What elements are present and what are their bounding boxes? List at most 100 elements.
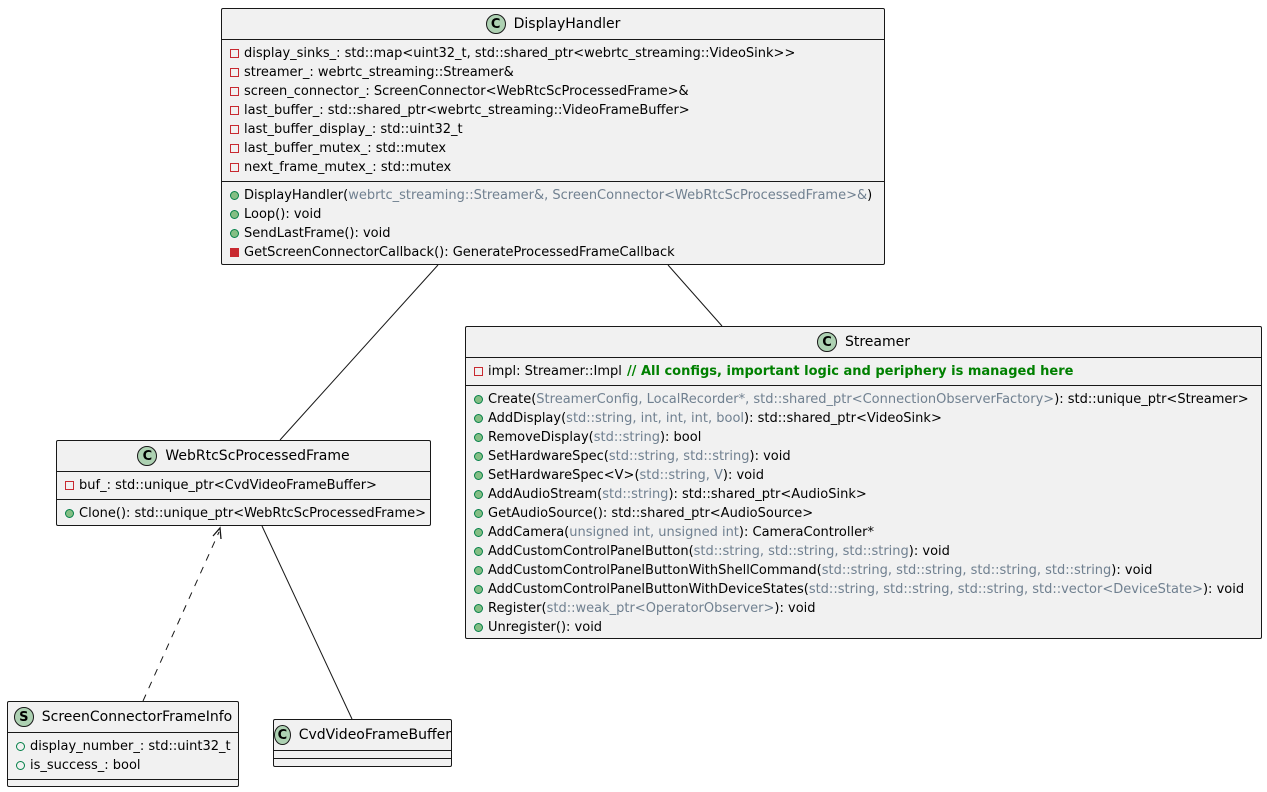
method-return: ) (867, 188, 873, 203)
field-text: display_sinks_: std::map<uint32_t, std::… (244, 46, 796, 61)
method-row: Unregister(): void (466, 618, 1261, 637)
method-return: ): void (749, 449, 791, 464)
method-name: GetAudioSource(): std::shared_ptr<AudioS… (488, 506, 814, 521)
methods-section: Clone(): std::unique_ptr<WebRtcScProcess… (57, 500, 430, 527)
field-text: last_buffer_mutex_: std::mutex (244, 141, 447, 156)
public-method-icon (474, 547, 483, 556)
public-method-icon (474, 604, 483, 613)
fields-section: display_sinks_: std::map<uint32_t, std::… (222, 40, 884, 182)
struct-badge-icon: S (13, 707, 34, 727)
field-text: last_buffer_display_: std::uint32_t (244, 122, 463, 137)
class-webrtcscprocessedframe[interactable]: C WebRtcScProcessedFrame buf_: std::uniq… (56, 440, 431, 526)
field-row: streamer_: webrtc_streaming::Streamer& (222, 63, 884, 82)
private-field-icon (230, 163, 239, 172)
method-name: Unregister(): void (488, 620, 603, 635)
method-params: std::string, std::string (608, 449, 750, 464)
class-header: C Streamer (466, 327, 1261, 358)
struct-screenconnectorframeinfo[interactable]: S ScreenConnectorFrameInfo display_numbe… (7, 701, 239, 787)
method-row: SetHardwareSpec(std::string, std::string… (466, 447, 1261, 466)
field-text: last_buffer_: std::shared_ptr<webrtc_str… (244, 103, 690, 118)
public-field-icon (16, 761, 25, 770)
method-name: Create( (488, 392, 537, 407)
class-name: DisplayHandler (513, 16, 621, 32)
method-name: AddDisplay( (488, 411, 567, 426)
method-row: DisplayHandler(webrtc_streaming::Streame… (222, 186, 884, 205)
field-row: next_frame_mutex_: std::mutex (222, 158, 884, 177)
public-method-icon (474, 395, 483, 404)
method-params: StreamerConfig, LocalRecorder*, std::sha… (536, 392, 1055, 407)
public-method-icon (474, 585, 483, 594)
method-name: GetScreenConnectorCallback(): GeneratePr… (244, 245, 675, 260)
method-row: AddAudioStream(std::string): std::shared… (466, 485, 1261, 504)
method-row: Clone(): std::unique_ptr<WebRtcScProcess… (57, 504, 430, 523)
method-params: std::string (602, 487, 669, 502)
method-name: SendLastFrame(): void (244, 226, 391, 241)
field-comment: // All configs, important logic and peri… (626, 364, 1074, 379)
method-row: GetScreenConnectorCallback(): GeneratePr… (222, 243, 884, 262)
private-field-icon (230, 125, 239, 134)
private-field-icon (230, 87, 239, 96)
fields-section: buf_: std::unique_ptr<CvdVideoFrameBuffe… (57, 472, 430, 500)
methods-section (274, 759, 451, 766)
fields-section: display_number_: std::uint32_t is_succes… (8, 733, 238, 780)
method-row: Create(StreamerConfig, LocalRecorder*, s… (466, 390, 1261, 409)
method-name: AddCustomControlPanelButtonWithDeviceSta… (488, 582, 809, 597)
field-row: buf_: std::unique_ptr<CvdVideoFrameBuffe… (57, 476, 430, 495)
class-badge-icon: C (816, 332, 837, 352)
method-row: AddCustomControlPanelButtonWithShellComm… (466, 561, 1261, 580)
class-badge-icon: C (485, 14, 506, 34)
public-method-icon (474, 490, 483, 499)
field-row: display_number_: std::uint32_t (8, 737, 238, 756)
method-row: GetAudioSource(): std::shared_ptr<AudioS… (466, 504, 1261, 523)
class-name: CvdVideoFrameBuffer (298, 727, 451, 743)
edge-displayhandler-streamer (667, 264, 723, 327)
public-method-icon (474, 414, 483, 423)
method-name: Clone(): std::unique_ptr<WebRtcScProcess… (79, 506, 427, 521)
public-method-icon (230, 210, 239, 219)
method-return: ): void (908, 544, 950, 559)
public-method-icon (474, 528, 483, 537)
field-text: display_number_: std::uint32_t (30, 739, 231, 754)
class-header: S ScreenConnectorFrameInfo (8, 702, 238, 733)
class-badge-icon: C (137, 446, 158, 466)
method-name: DisplayHandler( (244, 188, 349, 203)
class-cvdvideoframebuffer[interactable]: C CvdVideoFrameBuffer (273, 719, 452, 767)
class-name: ScreenConnectorFrameInfo (41, 709, 233, 725)
edge-frameinfo-webrtcframe-dependency (142, 531, 220, 702)
public-method-icon (230, 191, 239, 200)
method-params: std::string, std::string, std::string (693, 544, 909, 559)
field-row: last_buffer_: std::shared_ptr<webrtc_str… (222, 101, 884, 120)
method-params: unsigned int, unsigned int (569, 525, 739, 540)
class-header: C DisplayHandler (222, 9, 884, 40)
method-return: ): std::unique_ptr<Streamer> (1054, 392, 1249, 407)
field-row: impl: Streamer::Impl// All configs, impo… (466, 362, 1261, 381)
field-row: display_sinks_: std::map<uint32_t, std::… (222, 44, 884, 63)
class-displayhandler[interactable]: C DisplayHandler display_sinks_: std::ma… (221, 8, 885, 265)
private-field-icon (474, 367, 483, 376)
method-params: webrtc_streaming::Streamer&, ScreenConne… (348, 188, 868, 203)
method-return: ): bool (659, 430, 702, 445)
private-field-icon (65, 481, 74, 490)
method-params: std::string, std::string, std::string, s… (808, 582, 1203, 597)
private-field-icon (230, 106, 239, 115)
class-header: C WebRtcScProcessedFrame (57, 441, 430, 472)
public-method-icon (230, 229, 239, 238)
method-name: Loop(): void (244, 207, 322, 222)
methods-section: Create(StreamerConfig, LocalRecorder*, s… (466, 386, 1261, 641)
method-row: SendLastFrame(): void (222, 224, 884, 243)
method-params: std::string (593, 430, 660, 445)
field-text: streamer_: webrtc_streaming::Streamer& (244, 65, 514, 80)
field-text: buf_: std::unique_ptr<CvdVideoFrameBuffe… (79, 478, 377, 493)
method-name: SetHardwareSpec<V>( (488, 468, 640, 483)
method-row: Loop(): void (222, 205, 884, 224)
method-return: ): CameraController* (738, 525, 874, 540)
method-return: ): void (1111, 563, 1153, 578)
method-row: Register(std::weak_ptr<OperatorObserver>… (466, 599, 1261, 618)
method-return: ): std::shared_ptr<AudioSink> (668, 487, 867, 502)
class-name: WebRtcScProcessedFrame (165, 448, 350, 464)
public-method-icon (474, 471, 483, 480)
method-params: std::string, std::string, std::string, s… (821, 563, 1112, 578)
field-row: last_buffer_display_: std::uint32_t (222, 120, 884, 139)
class-streamer[interactable]: C Streamer impl: Streamer::Impl// All co… (465, 326, 1262, 639)
